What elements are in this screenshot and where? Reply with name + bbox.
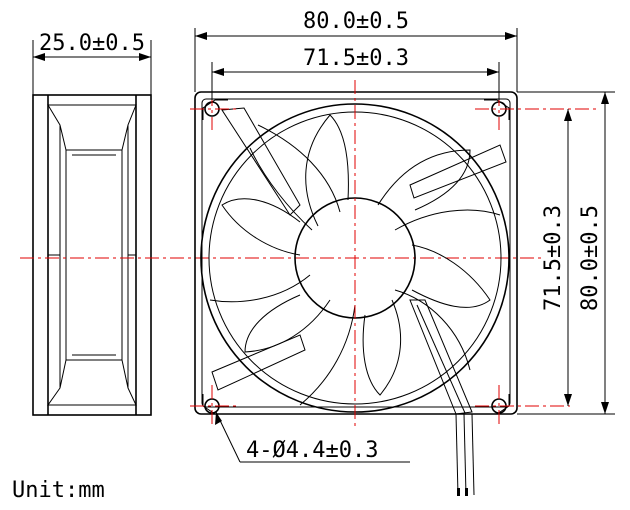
hole-pitch-vertical-label: 71.5±0.3 (541, 205, 566, 311)
mounting-hole-leader: 4-Ø4.4±0.3 (215, 411, 410, 463)
outer-width-label: 80.0±0.5 (303, 9, 409, 34)
unit-label: Unit:mm (12, 478, 105, 503)
strut-top-left (221, 107, 301, 216)
thickness-dimension-label: 25.0±0.5 (39, 31, 145, 56)
hole-pitch-horizontal-label: 71.5±0.3 (303, 46, 409, 71)
fan-blades (209, 114, 501, 406)
strut-top-right (409, 144, 507, 199)
hole-pitch-vertical-dimension: 71.5±0.3 (541, 109, 572, 406)
strut-cable (409, 299, 473, 415)
outer-height-label: 80.0±0.5 (578, 205, 603, 311)
outer-height-dimension: 80.0±0.5 (517, 91, 615, 415)
side-view (32, 94, 152, 416)
cable-leads (455, 413, 475, 496)
strut-bottom-left (211, 334, 306, 391)
thickness-dimension: 25.0±0.5 (32, 31, 152, 95)
mounting-hole-label: 4-Ø4.4±0.3 (246, 438, 378, 463)
hole-pitch-horizontal-dimension: 71.5±0.3 (211, 46, 500, 100)
outer-width-dimension: 80.0±0.5 (194, 9, 518, 92)
front-view (194, 91, 518, 496)
